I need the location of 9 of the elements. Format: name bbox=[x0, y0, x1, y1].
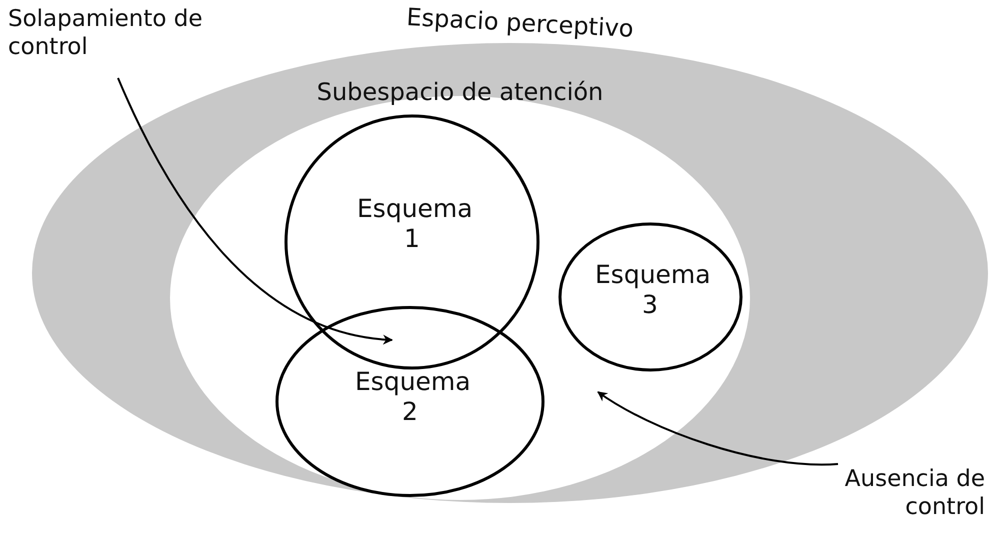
ellipse-region bbox=[558, 222, 743, 372]
region-label: Espacio perceptivo bbox=[404, 2, 636, 45]
callout-label: Ausencia de control bbox=[844, 466, 985, 522]
ellipse-region bbox=[275, 305, 545, 498]
circle-region bbox=[284, 114, 540, 370]
callout-label: Solapamiento de control bbox=[8, 6, 204, 62]
region-label: Subespacio de atención bbox=[316, 78, 604, 107]
leader-arrow bbox=[117, 78, 393, 344]
leader-arrow bbox=[597, 391, 838, 466]
